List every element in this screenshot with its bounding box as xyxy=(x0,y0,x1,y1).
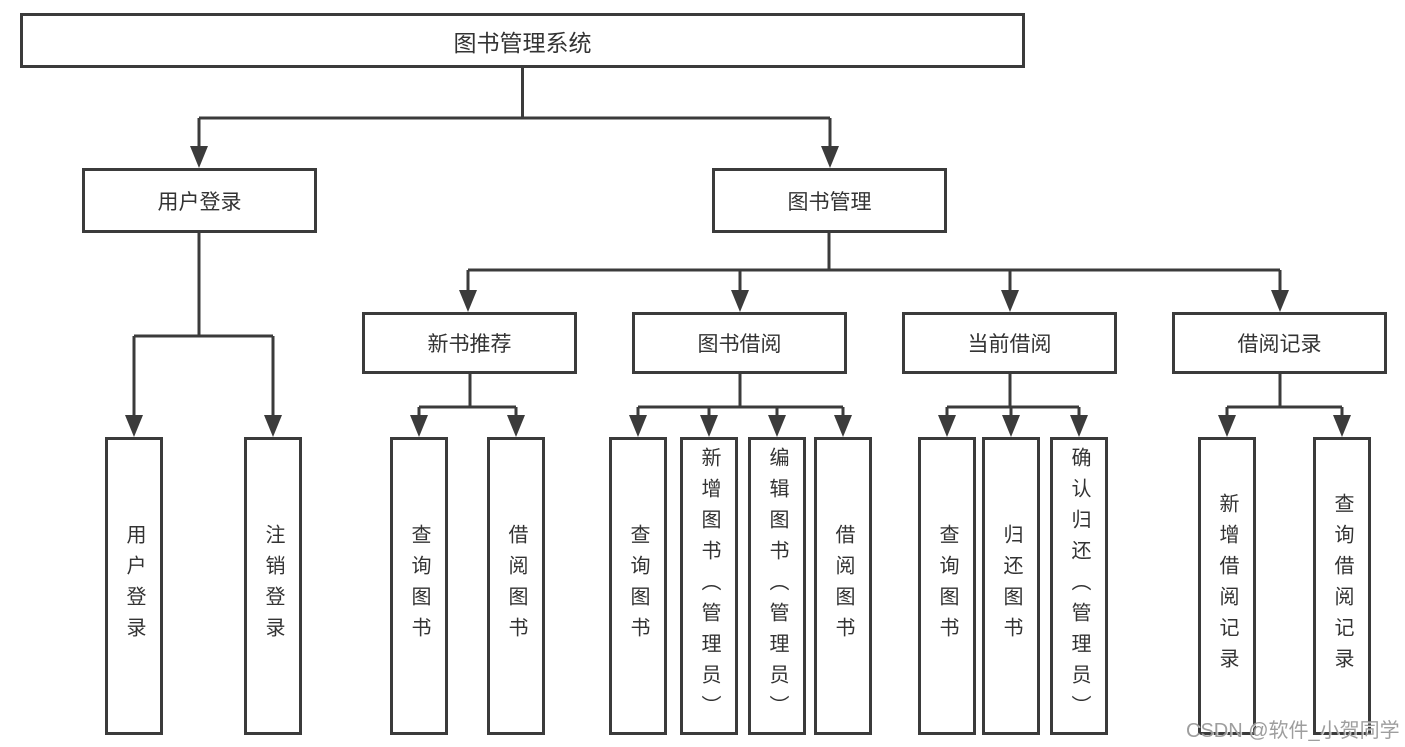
leaf-logout: 注销登录 xyxy=(244,437,302,735)
node-root: 图书管理系统 xyxy=(20,13,1025,68)
node-book-borrowing: 图书借阅 xyxy=(632,312,847,374)
node-new-book-recommend: 新书推荐 xyxy=(362,312,577,374)
leaf-add-book-admin: 新增图书（管理员） xyxy=(680,437,738,735)
csdn-watermark: CSDN @软件_小贺同学 xyxy=(1186,720,1400,742)
leaf-borrow-books-borrowing: 借阅图书 xyxy=(814,437,872,735)
leaf-label: 用户登录 xyxy=(123,524,145,648)
leaf-label: 编辑图书（管理员） xyxy=(766,446,788,726)
leaf-label: 新增借阅记录 xyxy=(1216,493,1238,679)
arrowheads xyxy=(125,146,1351,437)
leaf-label: 查询图书 xyxy=(408,524,430,648)
leaf-label: 查询图书 xyxy=(627,524,649,648)
leaf-label: 注销登录 xyxy=(262,524,284,648)
node-borrowing-records: 借阅记录 xyxy=(1172,312,1387,374)
leaf-query-books-borrowing: 查询图书 xyxy=(609,437,667,735)
leaf-label: 新增图书（管理员） xyxy=(698,446,720,726)
node-current-borrowing: 当前借阅 xyxy=(902,312,1117,374)
leaf-label: 确认归还（管理员） xyxy=(1068,446,1090,726)
leaf-borrow-books-recommend: 借阅图书 xyxy=(487,437,545,735)
leaf-add-borrow-record: 新增借阅记录 xyxy=(1198,437,1256,735)
leaf-label: 借阅图书 xyxy=(505,524,527,648)
leaf-query-books-recommend: 查询图书 xyxy=(390,437,448,735)
leaf-edit-book-admin: 编辑图书（管理员） xyxy=(748,437,806,735)
leaf-query-borrow-record: 查询借阅记录 xyxy=(1313,437,1371,735)
leaf-query-books-current: 查询图书 xyxy=(918,437,976,735)
leaf-label: 借阅图书 xyxy=(832,524,854,648)
leaf-label: 查询借阅记录 xyxy=(1331,493,1353,679)
node-user-login: 用户登录 xyxy=(82,168,317,233)
node-book-management: 图书管理 xyxy=(712,168,947,233)
leaf-return-book: 归还图书 xyxy=(982,437,1040,735)
leaf-label: 归还图书 xyxy=(1000,524,1022,648)
leaf-user-login: 用户登录 xyxy=(105,437,163,735)
leaf-label: 查询图书 xyxy=(936,524,958,648)
leaf-confirm-return-admin: 确认归还（管理员） xyxy=(1050,437,1108,735)
